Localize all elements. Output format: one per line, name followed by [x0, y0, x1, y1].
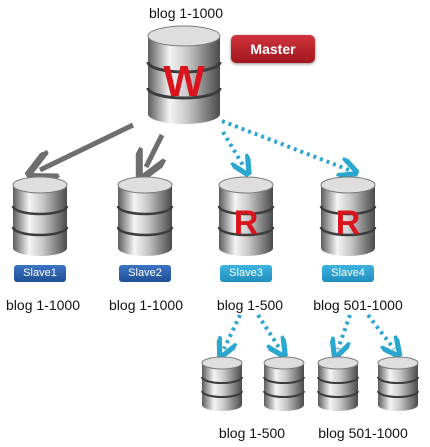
shard-1a-database-icon — [201, 356, 243, 411]
slave4-read-glyph: R — [336, 204, 361, 242]
read-arrow-to-slave3 — [221, 130, 244, 167]
slave1-database-icon — [11, 176, 69, 256]
slave4-badge: Slave4 — [322, 265, 374, 282]
slave3-range-label: blog 1-500 — [216, 297, 284, 313]
slave4-database-icon: R — [319, 176, 377, 256]
slave2-database-icon — [116, 176, 174, 256]
master-database-icon: W — [146, 25, 222, 124]
slave4-range-label: blog 501-1000 — [313, 297, 403, 313]
shard-arrow-s4-b — [366, 313, 394, 349]
master-range-label: blog 1-1000 — [149, 5, 223, 21]
shard-1b-database-icon — [263, 356, 305, 411]
shard-arrow-s3-b — [256, 313, 280, 349]
shard-2-range-label: blog 501-1000 — [318, 425, 408, 441]
write-arrow-to-slave1 — [40, 122, 135, 170]
slave1-range-label: blog 1-1000 — [6, 297, 80, 313]
shard-arrow-s3-a — [224, 314, 242, 349]
slave3-read-glyph: R — [234, 204, 259, 242]
slave2-badge: Slave2 — [119, 265, 171, 282]
write-arrow-to-slave2 — [146, 133, 162, 167]
master-badge: Master — [231, 35, 315, 63]
shard-1-range-label: blog 1-500 — [218, 425, 286, 441]
slave3-badge: Slave3 — [220, 265, 272, 282]
slave2-range-label: blog 1-1000 — [109, 297, 183, 313]
slave3-database-icon: R — [217, 176, 275, 256]
slave1-badge: Slave1 — [14, 265, 66, 282]
shard-2a-database-icon — [317, 356, 359, 411]
shard-arrow-s4-a — [338, 314, 352, 349]
master-write-glyph: W — [163, 57, 205, 106]
read-arrow-to-slave4 — [221, 119, 349, 170]
shard-2b-database-icon — [377, 356, 419, 411]
